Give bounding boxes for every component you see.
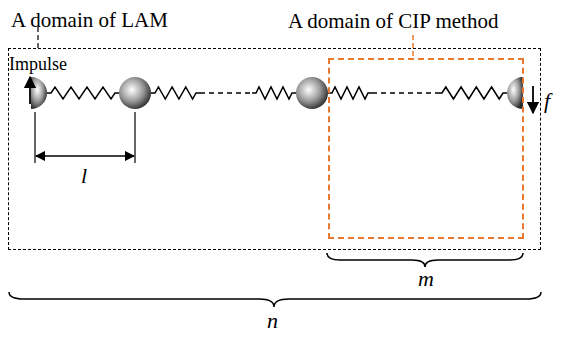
chain-gap — [372, 92, 438, 94]
leader-line — [412, 35, 414, 57]
region-heading: A domain of CIP method — [288, 10, 498, 33]
cip-domain: A domain of CIP method — [328, 58, 524, 239]
spring — [252, 87, 296, 99]
length-symbol: l — [81, 165, 87, 187]
spring — [47, 87, 119, 99]
half-mass — [31, 77, 47, 109]
force-arrow — [532, 86, 534, 113]
dimension-arrow — [36, 155, 134, 157]
count-symbol: n — [267, 310, 278, 332]
spring — [151, 87, 200, 99]
impulse-label: Impulse — [9, 55, 67, 73]
mass-ball — [296, 77, 328, 109]
impulse-arrow — [29, 77, 31, 104]
brace — [327, 253, 523, 267]
lam-domain: A domain of LAMA domain of CIP method — [8, 48, 541, 250]
spring-group — [47, 87, 507, 99]
dimension-tick — [134, 112, 135, 163]
mass-ball — [119, 77, 151, 109]
spring — [328, 87, 372, 99]
spring — [438, 87, 507, 99]
count-symbol: m — [418, 268, 434, 290]
force-symbol: f — [544, 90, 550, 112]
dimension-tick — [34, 112, 35, 163]
region-heading: A domain of LAM — [11, 9, 168, 32]
chain-gap — [200, 92, 252, 94]
brace — [9, 292, 541, 307]
half-mass — [507, 77, 523, 109]
